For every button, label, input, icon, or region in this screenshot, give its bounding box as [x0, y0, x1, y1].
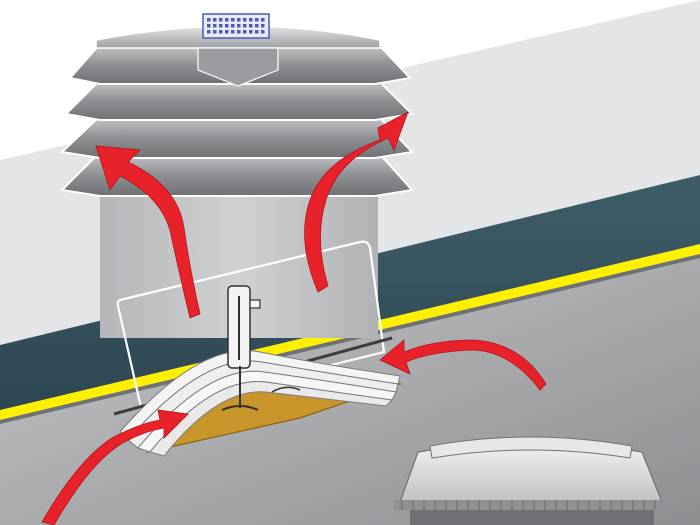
grille-hole — [231, 18, 235, 22]
grille-hole — [225, 30, 229, 34]
shingle-layers — [119, 350, 401, 457]
grille-hole — [219, 24, 223, 28]
grille-hole — [255, 24, 259, 28]
cap-drip-tab — [197, 47, 279, 87]
airflow-arrow-in-right — [379, 339, 547, 391]
grille-hole — [213, 18, 217, 22]
vent-frame-outline — [116, 240, 386, 414]
grille-hole — [255, 18, 259, 22]
grille-hole — [231, 24, 235, 28]
grille-hole — [255, 30, 259, 34]
grille-hole — [237, 30, 241, 34]
airflow-arrows — [41, 111, 547, 525]
grille-hole — [261, 24, 265, 28]
powered-vent-icon — [394, 436, 666, 525]
grille-hole — [261, 18, 265, 22]
grille-hole — [213, 30, 217, 34]
grille-icon — [202, 13, 270, 39]
airflow-arrow-up-right — [304, 111, 409, 293]
airflow-arrow-in-left — [41, 409, 189, 525]
airflow-arrow-up-left — [95, 145, 201, 319]
grille-hole — [225, 24, 229, 28]
grille-hole — [243, 30, 247, 34]
grille-hole — [237, 24, 241, 28]
grille-hole — [219, 30, 223, 34]
grille-hole — [207, 30, 211, 34]
grille-hole — [219, 18, 223, 22]
grille-hole — [249, 24, 253, 28]
grille-hole — [207, 18, 211, 22]
grille-hole — [231, 30, 235, 34]
grille-hole — [261, 30, 265, 34]
grille-hole — [243, 18, 247, 22]
grille-hole — [249, 18, 253, 22]
grille-hole — [243, 24, 247, 28]
grille-hole — [225, 18, 229, 22]
mounting-bracket — [221, 285, 301, 411]
grille-hole — [207, 24, 211, 28]
grille-hole — [237, 18, 241, 22]
grille-hole — [249, 30, 253, 34]
grille-hole — [213, 24, 217, 28]
